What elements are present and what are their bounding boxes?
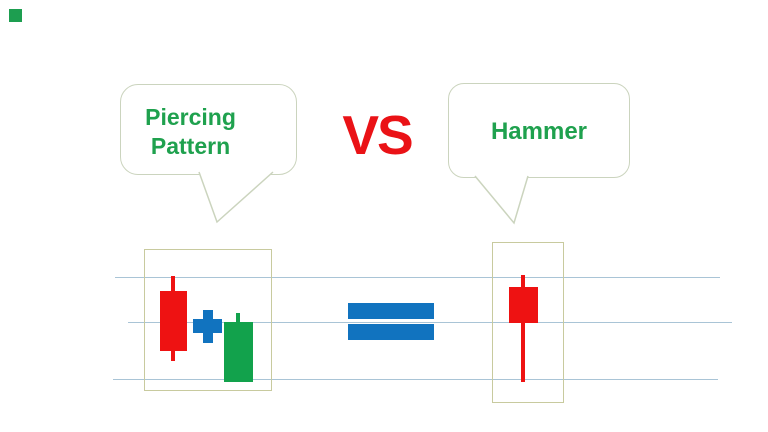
gridline-bottom xyxy=(113,379,718,380)
right-bubble-label: Hammer xyxy=(490,118,588,145)
gridline-top xyxy=(115,277,720,278)
hammer-candle-upper-wick xyxy=(521,275,525,288)
speech-bubble-right: Hammer xyxy=(448,83,630,178)
bearish-candle-lower-wick xyxy=(171,350,175,361)
speech-bubble-left: Piercing Pattern xyxy=(120,84,297,175)
plus-icon xyxy=(203,310,213,343)
right-bubble-tail-icon xyxy=(474,175,529,225)
piercing-pattern-box xyxy=(144,249,272,391)
hammer-pattern-box xyxy=(492,242,564,403)
left-bubble-label: Piercing Pattern xyxy=(145,103,236,159)
logo-square xyxy=(9,9,22,22)
bearish-candle-upper-wick xyxy=(171,276,175,292)
equals-icon xyxy=(348,303,434,319)
bullish-candle-upper-wick xyxy=(236,313,240,323)
bullish-candle-body xyxy=(224,322,253,382)
left-bubble-tail-icon xyxy=(198,171,274,224)
vs-label: VS xyxy=(342,104,413,166)
hammer-candle-body xyxy=(509,287,538,323)
equals-icon xyxy=(348,324,434,340)
hammer-candle-lower-wick xyxy=(521,322,525,382)
gridline-middle xyxy=(128,322,732,323)
bearish-candle-body xyxy=(160,291,187,351)
